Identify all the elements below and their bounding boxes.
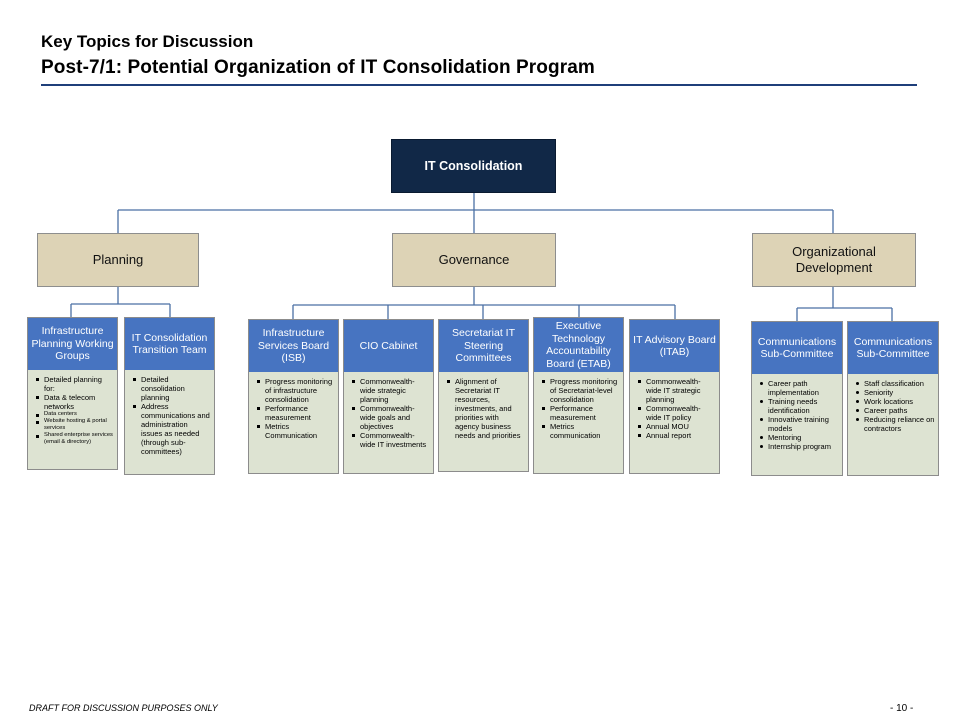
card-items: Staff classification Seniority Work loca…: [848, 374, 938, 433]
it-consolidation-transition-team-card: IT Consolidation Transition Team Detaile…: [124, 317, 215, 475]
governance-node: Governance: [392, 233, 556, 287]
page-title: Post-7/1: Potential Organization of IT C…: [41, 57, 595, 78]
governance-label: Governance: [438, 252, 510, 267]
list-item: Annual report: [638, 431, 716, 440]
planning-label: Planning: [92, 252, 144, 267]
organizational-development-node: Organizational Development: [752, 233, 916, 287]
card-title: IT Consolidation Transition Team: [125, 318, 214, 370]
card-title: Executive Technology Accountability Boar…: [534, 318, 623, 372]
card-title: Communications Sub-Committee: [752, 322, 842, 374]
list-item: Internship program: [760, 442, 839, 451]
draft-note: DRAFT FOR DISCUSSION PURPOSES ONLY: [29, 703, 218, 713]
card-title: Infrastructure Planning Working Groups: [28, 318, 117, 370]
etab-card: Executive Technology Accountability Boar…: [533, 317, 624, 474]
list-item: Work locations: [856, 397, 935, 406]
card-title: IT Advisory Board (ITAB): [630, 320, 719, 372]
card-title: CIO Cabinet: [344, 320, 433, 372]
list-item: Mentoring: [760, 433, 839, 442]
card-items: Progress monitoring of Secretariat-level…: [534, 372, 623, 440]
page-number: - 10 -: [890, 703, 914, 714]
list-item: Shared enterprise services (email & dire…: [36, 432, 113, 445]
card-items: Detailed planning for: Data & telecom ne…: [28, 370, 117, 446]
card-items: Detailed consolidation planning Address …: [125, 370, 214, 456]
list-item: Performance measurement: [542, 404, 620, 422]
card-items: Commonwealth-wide strategic planning Com…: [344, 372, 433, 449]
list-item: Seniority: [856, 388, 935, 397]
it-consolidation-node: IT Consolidation: [391, 139, 556, 193]
section-kicker: Key Topics for Discussion: [41, 32, 254, 51]
list-item: Innovative training models: [760, 415, 839, 433]
planning-node: Planning: [37, 233, 199, 287]
card-items: Career path implementation Training need…: [752, 374, 842, 451]
list-item: Progress monitoring of infrastructure co…: [257, 377, 335, 404]
infrastructure-planning-working-groups-card: Infrastructure Planning Working Groups D…: [27, 317, 118, 470]
list-item: Reducing reliance on contractors: [856, 415, 935, 433]
infrastructure-services-board-card: Infrastructure Services Board (ISB) Prog…: [248, 319, 339, 474]
list-item: Commonwealth-wide IT policy: [638, 404, 716, 422]
list-item: Detailed planning for:: [36, 375, 114, 393]
list-item: Alignment of Secretariat IT resources, i…: [447, 377, 525, 440]
list-item: Commonwealth-wide goals and objectives: [352, 404, 430, 431]
list-item: Metrics communication: [542, 422, 620, 440]
list-item: Commonwealth-wide IT strategic planning: [638, 377, 716, 404]
list-item: Address communications and administratio…: [133, 402, 210, 456]
list-item: Career paths: [856, 406, 935, 415]
list-item: Annual MOU: [638, 422, 716, 431]
list-item: Data & telecom networks: [36, 393, 114, 411]
card-items: Alignment of Secretariat IT resources, i…: [439, 372, 528, 440]
list-item: Website hosting & portal services: [36, 418, 114, 432]
secretariat-it-steering-committees-card: Secretariat IT Steering Committees Align…: [438, 319, 529, 472]
list-item: Data centers: [36, 411, 114, 418]
list-item: Training needs identification: [760, 397, 839, 415]
communications-sub-committee-card-2: Communications Sub-Committee Staff class…: [847, 321, 939, 476]
card-items: Commonwealth-wide IT strategic planning …: [630, 372, 719, 440]
card-title: Secretariat IT Steering Committees: [439, 320, 528, 372]
cio-cabinet-card: CIO Cabinet Commonwealth-wide strategic …: [343, 319, 434, 474]
list-item: Career path implementation: [760, 379, 839, 397]
organizational-development-label: Organizational Development: [792, 244, 876, 275]
list-item: Staff classification: [856, 379, 935, 388]
itab-card: IT Advisory Board (ITAB) Commonwealth-wi…: [629, 319, 720, 474]
list-item: Metrics Communication: [257, 422, 335, 440]
list-item: Detailed consolidation planning: [133, 375, 211, 402]
communications-sub-committee-card-1: Communications Sub-Committee Career path…: [751, 321, 843, 476]
list-item: Commonwealth-wide strategic planning: [352, 377, 430, 404]
header-rule: [41, 84, 917, 86]
card-title: Communications Sub-Committee: [848, 322, 938, 374]
card-title: Infrastructure Services Board (ISB): [249, 320, 338, 372]
card-items: Progress monitoring of infrastructure co…: [249, 372, 338, 440]
list-item: Performance measurement: [257, 404, 335, 422]
list-item: Commonwealth-wide IT investments: [352, 431, 430, 449]
list-item: Progress monitoring of Secretariat-level…: [542, 377, 620, 404]
it-consolidation-label: IT Consolidation: [424, 159, 523, 173]
